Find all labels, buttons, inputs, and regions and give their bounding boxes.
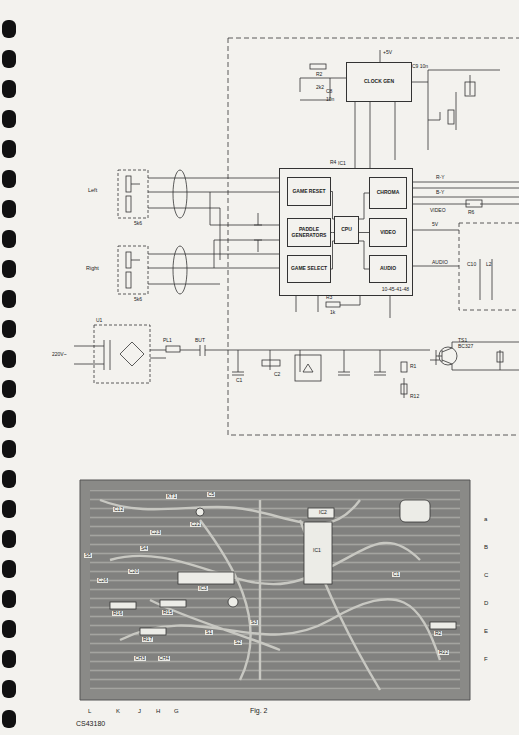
block-text: AUDIO (380, 266, 396, 272)
component-label: KT1 (166, 494, 177, 499)
component-label: R-Y (436, 175, 445, 180)
component-label: S3 (250, 620, 258, 625)
ic-outline: IC110-45-41-48GAME RESETPADDLE GENERATOR… (279, 168, 413, 296)
component-label: Left (88, 188, 97, 194)
component-label: 5k6 (134, 221, 142, 226)
component-label: R16 (112, 611, 123, 616)
component-label: R4 (330, 160, 336, 165)
component-label: S2 (234, 640, 242, 645)
component-label: 220V~ (52, 352, 67, 357)
component-label: S5 (84, 553, 92, 558)
component-label: BUT (195, 338, 205, 343)
component-label: R22 (438, 650, 449, 655)
component-label: R6 (468, 210, 474, 215)
grid-letter: D (484, 600, 488, 606)
component-label: R17 (142, 637, 153, 642)
component-label: B-Y (436, 190, 444, 195)
component-label: C9 10n (412, 64, 428, 69)
function-block: CLOCK GEN (346, 62, 412, 102)
signal-line (359, 193, 369, 219)
component-label: C12 (113, 507, 124, 512)
component-label: 5k6 (134, 297, 142, 302)
component-label: IC2 (318, 510, 328, 515)
function-block: GAME SELECT (287, 255, 331, 283)
grid-letter: C (484, 572, 488, 578)
grid-letter: K (116, 708, 120, 714)
component-label: IC3 (198, 586, 208, 591)
block-text: PADDLE GENERATORS (290, 227, 328, 239)
component-label: C26 (97, 578, 108, 583)
function-block: CHROMA (369, 177, 407, 209)
block-text: CPU (341, 227, 352, 233)
function-block: VIDEO (369, 218, 407, 247)
grid-letter: a (484, 516, 487, 522)
pcb-layout (80, 480, 470, 700)
component-label: BC327 (458, 344, 473, 349)
component-label: VIDEO (430, 208, 446, 213)
grid-letter: E (484, 628, 488, 634)
component-label: C1 (392, 572, 400, 577)
component-label: 1k (330, 310, 335, 315)
component-label: U1 (96, 318, 102, 323)
component-label: R2 (434, 631, 442, 636)
punch-holes (2, 20, 16, 728)
function-block: PADDLE GENERATORS (287, 218, 331, 247)
component-label: CH4 (158, 656, 170, 661)
grid-letter: L (88, 708, 91, 714)
signal-line (331, 241, 334, 269)
component-label: 2k2 (316, 85, 324, 90)
signal-line (331, 192, 334, 220)
component-label: R12 (410, 394, 419, 399)
component-label: R15 (162, 610, 173, 615)
component-label: C22 (190, 522, 201, 527)
component-label: S4 (140, 546, 148, 551)
block-text: CLOCK GEN (364, 79, 394, 85)
grid-letter: F (484, 656, 488, 662)
component-label: R2 (316, 72, 322, 77)
function-block: CPU (334, 216, 359, 244)
component-label: IC1 (312, 548, 322, 553)
component-label: C10 (467, 262, 476, 267)
component-label: R1 (410, 364, 416, 369)
component-label: PL1 (163, 338, 172, 343)
figure-caption: Fig. 2 (250, 707, 268, 714)
component-label: C8 (326, 89, 332, 94)
component-label: AUDIO (432, 260, 448, 265)
component-label: 5V (432, 222, 438, 227)
component-label: C23 (150, 530, 161, 535)
block-text: 10-45-41-48 (382, 287, 409, 293)
grid-letter: G (174, 708, 179, 714)
block-text: CHROMA (377, 190, 400, 196)
component-label: C2 (274, 372, 280, 377)
component-label: Right (86, 266, 99, 272)
signal-line (359, 241, 369, 269)
block-text: GAME SELECT (291, 266, 327, 272)
component-label: +5V (383, 50, 392, 55)
component-label: R3 (326, 295, 332, 300)
function-block: AUDIO (369, 255, 407, 283)
grid-letter: B (484, 544, 488, 550)
signal-line (359, 232, 369, 233)
component-label: 10n (326, 97, 334, 102)
component-label: L2 (486, 262, 492, 267)
block-text: VIDEO (380, 230, 396, 236)
component-label: C1 (236, 378, 242, 383)
component-label: CH3 (134, 656, 146, 661)
component-label: C20 (128, 569, 139, 574)
component-label: C5 (207, 492, 215, 497)
grid-letter: H (156, 708, 160, 714)
grid-letter: J (138, 708, 141, 714)
block-text: GAME RESET (292, 189, 325, 195)
component-label: CS43180 (76, 720, 105, 727)
function-block: GAME RESET (287, 177, 331, 206)
component-label: TS1 (458, 338, 467, 343)
component-label: S1 (205, 630, 213, 635)
block-text: IC1 (338, 161, 346, 167)
